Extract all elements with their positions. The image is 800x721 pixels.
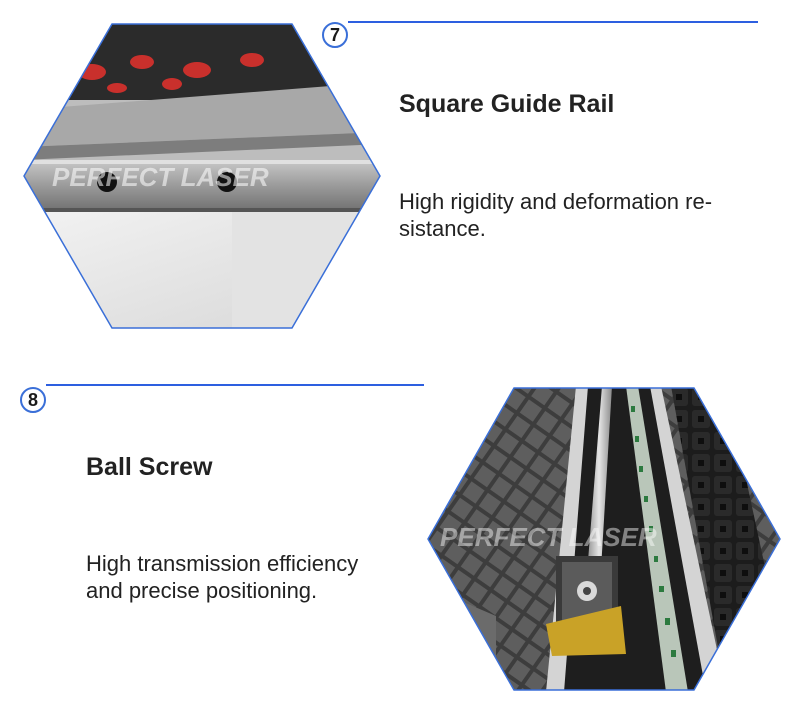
guide-rail-photo: PERFECT LASER: [23, 23, 381, 329]
watermark-text: PERFECT LASER: [440, 522, 657, 552]
description-line: and precise positioning.: [86, 578, 318, 603]
step-number-badge: 7: [322, 22, 348, 48]
feature-description: High transmission efficiency and precise…: [86, 550, 358, 604]
description-line: sistance.: [399, 216, 486, 241]
watermark-text: PERFECT LASER: [52, 162, 269, 192]
header-rule: [46, 384, 424, 386]
description-line: High rigidity and deformation re-: [399, 189, 713, 214]
feature-section-7: PERFECT LASER 7 Square Guide Rail High r…: [0, 0, 800, 360]
ball-screw-photo: PERFECT LASER: [427, 387, 781, 691]
feature-description: High rigidity and deformation re- sistan…: [399, 188, 712, 242]
header-rule: [348, 21, 758, 23]
feature-title: Ball Screw: [86, 453, 213, 481]
description-line: High transmission efficiency: [86, 551, 359, 576]
feature-title: Square Guide Rail: [399, 90, 615, 118]
step-number-badge: 8: [20, 387, 46, 413]
feature-section-8: 8 Ball Screw High transmission efficienc…: [0, 360, 800, 721]
